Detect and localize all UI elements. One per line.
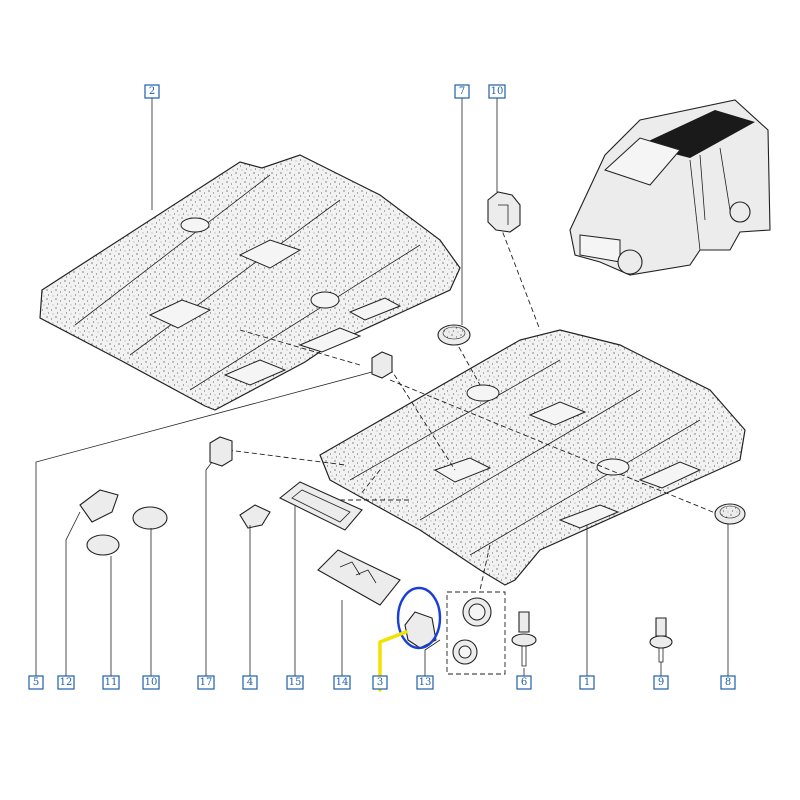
- part-13-kit: [446, 591, 506, 675]
- part-12-clip: [79, 489, 119, 523]
- callout-6: 6: [516, 675, 532, 690]
- svg-text:12: 12: [60, 677, 73, 688]
- svg-text:5: 5: [33, 677, 39, 688]
- part-15-frame: [278, 481, 363, 531]
- callout-2: 2: [144, 84, 160, 99]
- assembly-guide-lines: [227, 224, 721, 591]
- callout-4: 4: [242, 675, 258, 690]
- callout-15: 15: [286, 675, 304, 690]
- svg-text:3: 3: [377, 677, 383, 688]
- part-4-fastener: [239, 504, 271, 529]
- part-3-handle: [396, 586, 442, 650]
- svg-text:10: 10: [491, 86, 504, 97]
- headliner-panel-rear: [39, 154, 461, 411]
- callout-9: 9: [653, 675, 669, 690]
- svg-text:15: 15: [289, 677, 302, 688]
- svg-text:9: 9: [658, 677, 664, 688]
- svg-text:11: 11: [105, 677, 118, 688]
- callout-11: 11: [102, 675, 120, 690]
- callout-5: 5: [28, 675, 44, 690]
- part-9-screw: [649, 617, 673, 663]
- callout-7: 7: [454, 84, 470, 99]
- callout-12: 12: [57, 675, 75, 690]
- svg-text:8: 8: [725, 677, 731, 688]
- part-14-vent: [317, 549, 401, 606]
- callout-8: 8: [720, 675, 736, 690]
- part-16-clip: [487, 191, 521, 233]
- callout-10: 10: [142, 675, 160, 690]
- van-illustration: [569, 99, 771, 276]
- svg-text:7: 7: [459, 86, 465, 97]
- svg-text:17: 17: [200, 677, 213, 688]
- part-8-cap: [714, 503, 746, 525]
- svg-text:14: 14: [336, 677, 349, 688]
- svg-text:13: 13: [419, 677, 432, 688]
- callout-16: 10: [488, 84, 506, 99]
- svg-text:1: 1: [584, 677, 590, 688]
- headliner-panel-front: [319, 329, 746, 586]
- svg-text:10: 10: [145, 677, 158, 688]
- part-6-screw: [511, 611, 537, 667]
- highlight-circle: [396, 586, 442, 650]
- highlight-marker: [378, 630, 408, 692]
- svg-text:2: 2: [149, 86, 155, 97]
- callout-1: 1: [579, 675, 595, 690]
- callout-17: 17: [197, 675, 215, 690]
- callout-3: 3: [372, 675, 388, 690]
- callout-leaders: [35, 97, 729, 676]
- part-10-cover: [132, 506, 168, 530]
- van-roof-window: [640, 110, 755, 158]
- svg-text:4: 4: [247, 677, 253, 688]
- part-5-block: [371, 351, 393, 379]
- callout-14: 14: [333, 675, 351, 690]
- part-7-cap: [437, 324, 471, 346]
- part-17-block: [209, 436, 233, 467]
- part-11-button: [86, 534, 120, 556]
- callout-13: 13: [416, 675, 434, 690]
- svg-text:6: 6: [521, 677, 527, 688]
